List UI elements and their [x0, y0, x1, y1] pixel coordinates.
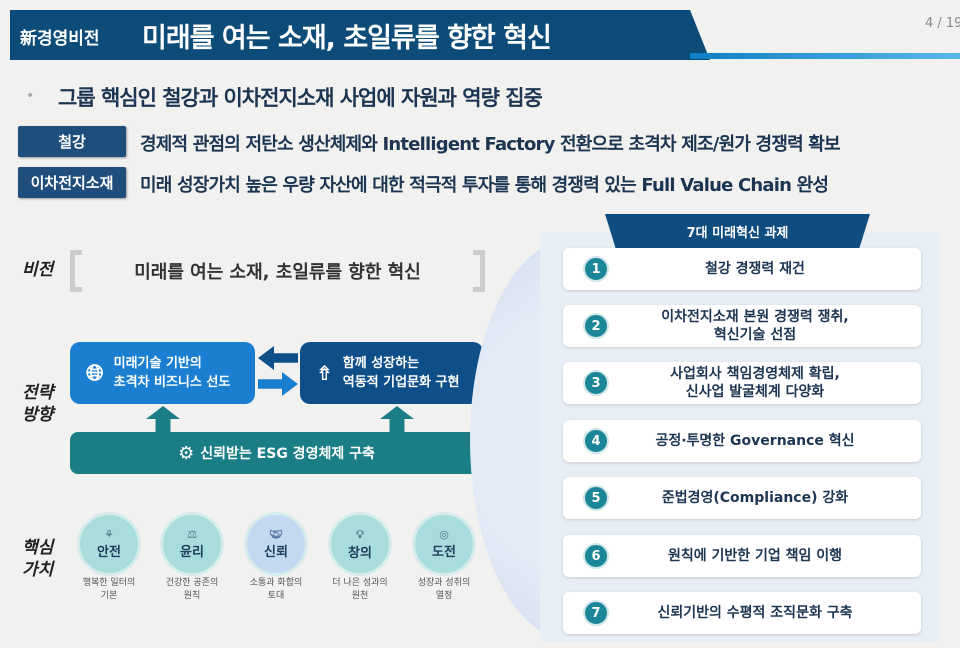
tag-steel-text: 경제적 관점의 저탄소 생산체제와 Intelligent Factory 전환… [140, 134, 841, 155]
headline: 그룹 핵심인 철강과 이차전지소재 사업에 자원과 역량 집중 [58, 86, 543, 110]
task-number: 6 [583, 543, 609, 569]
core-value-name: 신뢰 [264, 545, 288, 560]
desc-line: 원칙 [183, 591, 201, 601]
task-text: 준법경영(Compliance) 강화 [661, 490, 849, 506]
desc-line: 소통과 화합의 [249, 578, 303, 588]
task-item: 4 공정·투명한 Governance 혁신 [563, 420, 921, 462]
arrow-left [258, 346, 298, 370]
core-value-creativity: 💡︎ 창의 [328, 512, 392, 576]
strategy-culture-line2: 역동적 기업문화 구현 [342, 375, 460, 390]
core-value-name: 안전 [97, 545, 121, 560]
vision-label: 비전 [22, 260, 54, 280]
tag-battery: 이차전지소재 [18, 167, 126, 198]
arrow-right [258, 372, 298, 396]
task-text: 이차전지소재 본원 경쟁력 쟁취, 혁신기술 선점 [661, 309, 849, 343]
scales-icon: ⚖ [187, 528, 197, 541]
task-item: 6 원칙에 기반한 기업 책임 이행 [563, 535, 921, 577]
esg-gear-icon: ⚙ [178, 442, 195, 464]
lightbulb-icon: 💡︎ [356, 527, 364, 541]
strategy-tech-line2: 초격차 비즈니스 선도 [113, 375, 231, 390]
tasks-title: 7대 미래혁신 과제 [605, 214, 870, 248]
arrow-up-left [146, 406, 180, 432]
task-number: 4 [583, 428, 609, 454]
arrow-up-right [380, 406, 414, 432]
growth-chart-icon: ⇮ [316, 360, 333, 385]
task-item: 1 철강 경쟁력 재건 [563, 248, 921, 290]
header-accent-line [690, 53, 960, 59]
core-value-name: 창의 [348, 545, 372, 561]
task-item: 5 준법경영(Compliance) 강화 [563, 477, 921, 519]
task-text: 사업회사 책임경영체제 확립, 신사업 발굴체계 다양화 [670, 366, 840, 400]
task-item: 2 이차전지소재 본원 경쟁력 쟁취, 혁신기술 선점 [563, 305, 921, 347]
core-value-name: 도전 [432, 545, 456, 560]
vision-text: 미래를 여는 소재, 초일류를 향한 혁신 [134, 262, 421, 283]
desc-line: 행복한 일터의 [82, 578, 136, 588]
target-icon: ◎ [439, 528, 449, 541]
task-text: 신뢰기반의 수평적 조직문화 구축 [657, 605, 853, 621]
desc-line: 열정 [435, 591, 453, 601]
core-value-challenge: ◎ 도전 [412, 512, 476, 576]
globe-icon: 🌐︎ [86, 360, 104, 386]
task-item: 7 신뢰기반의 수평적 조직문화 구축 [563, 592, 921, 634]
core-label-1: 핵심 [22, 538, 54, 558]
esg-text: 신뢰받는 ESG 경영체제 구축 [200, 446, 375, 462]
desc-line: 기본 [100, 591, 118, 601]
bracket-right [473, 250, 485, 292]
bullet-icon: • [26, 88, 35, 104]
task-number: 7 [583, 600, 609, 626]
task-number: 2 [583, 313, 609, 339]
title-banner [10, 10, 710, 60]
strategy-label-2: 방향 [22, 405, 54, 425]
task-item: 3 사업회사 책임경영체제 확립, 신사업 발굴체계 다양화 [563, 362, 921, 404]
page-number: 4 / 19 [925, 16, 960, 31]
core-value-trust: 🤝︎ 신뢰 [244, 512, 308, 576]
task-number: 3 [583, 370, 609, 396]
vision-statement: 미래를 여는 소재, 초일류를 향한 혁신 [70, 250, 485, 292]
esg-bar: ⚙ 신뢰받는 ESG 경영체제 구축 [70, 432, 483, 474]
core-value-ethics: ⚖ 윤리 [160, 512, 224, 576]
strategy-label-1: 전략 [22, 383, 54, 403]
desc-line: 건강한 공존의 [165, 578, 219, 588]
section-label: 新경영비전 [20, 29, 100, 49]
core-label-2: 가치 [22, 560, 54, 580]
task-text: 철강 경쟁력 재건 [705, 261, 805, 277]
task-text: 공정·투명한 Governance 혁신 [655, 433, 855, 449]
strategy-tech-line1: 미래기술 기반의 [113, 356, 202, 371]
task-number: 1 [583, 256, 609, 282]
strategy-culture-line1: 함께 성장하는 [342, 356, 420, 371]
task-number: 5 [583, 485, 609, 511]
tag-battery-text: 미래 성장가치 높은 우량 자산에 대한 적극적 투자를 통해 경쟁력 있는 F… [140, 175, 829, 196]
task-text: 원칙에 기반한 기업 책임 이행 [667, 548, 843, 564]
page-title: 미래를 여는 소재, 초일류를 향한 혁신 [142, 23, 552, 54]
tag-steel: 철강 [18, 126, 126, 157]
bracket-left [70, 250, 82, 292]
desc-line: 더 나은 성과의 [332, 578, 388, 588]
core-value-name: 윤리 [180, 545, 204, 560]
handshake-icon: 🤝︎ [269, 528, 283, 541]
desc-line: 원천 [351, 591, 369, 601]
desc-line: 토대 [267, 591, 285, 601]
desc-line: 성장과 성취의 [417, 578, 471, 588]
core-value-safety: ⚘ 안전 [77, 512, 141, 576]
plant-icon: ⚘ [104, 528, 114, 541]
